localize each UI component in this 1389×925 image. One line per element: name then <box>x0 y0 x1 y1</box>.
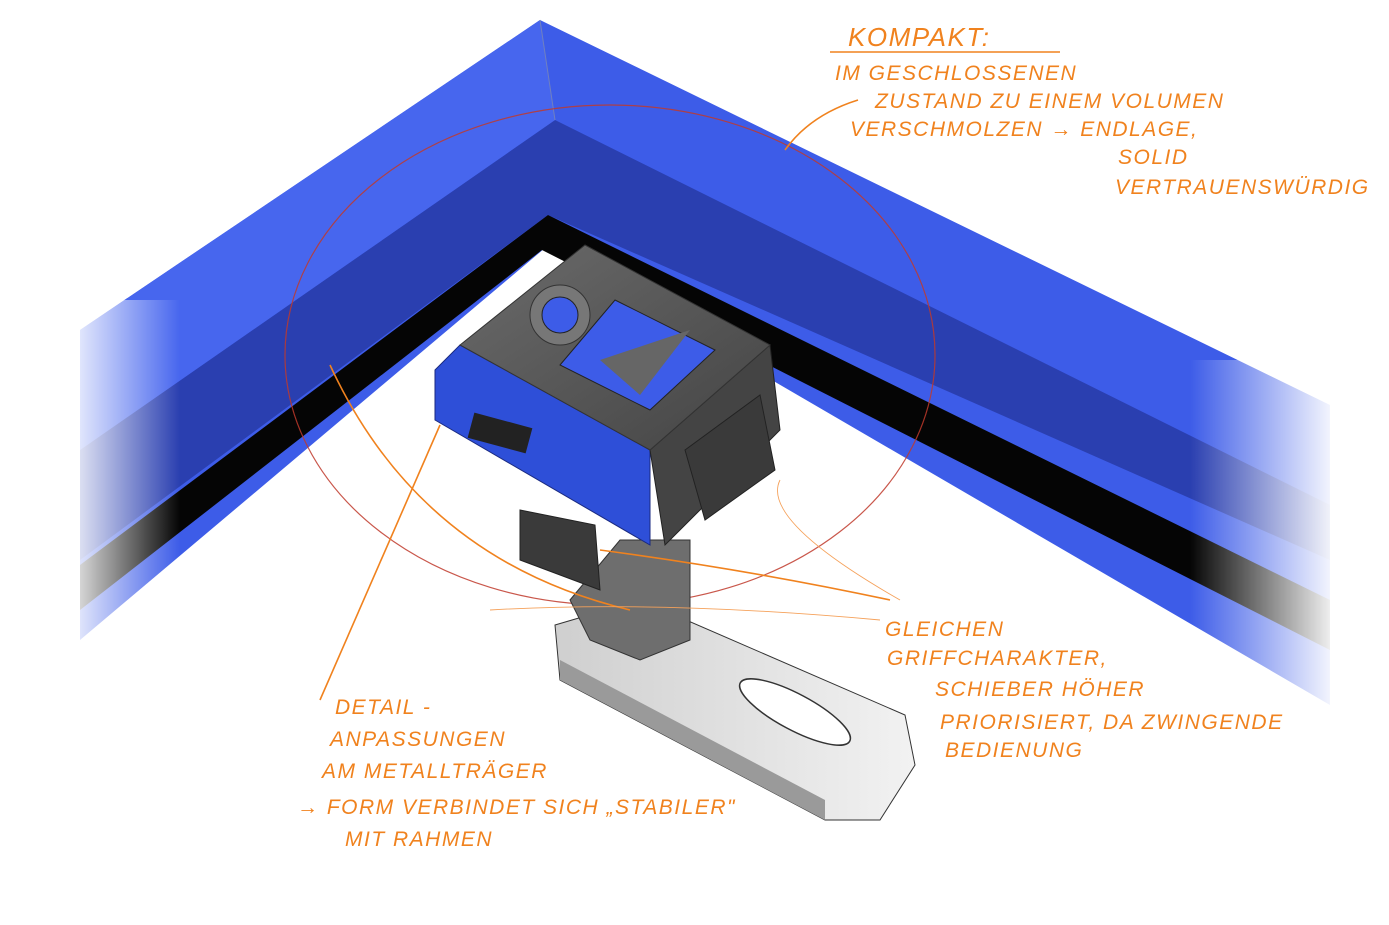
detail-line: ANPASSUNGEN <box>328 728 506 751</box>
annotation-detail: DETAIL - ANPASSUNGEN AM METALLTRÄGER → F… <box>297 696 736 851</box>
blue-frame <box>60 19 1340 720</box>
grip-right <box>684 394 776 521</box>
metal-bracket <box>554 539 916 821</box>
frame-channel <box>80 215 1330 650</box>
detail-line: DETAIL - <box>335 696 431 719</box>
grip-line: BEDIENUNG <box>945 739 1083 762</box>
compact-line: IM GESCHLOSSENEN <box>835 62 1077 85</box>
grip-line: SCHIEBER HÖHER <box>935 678 1145 701</box>
compact-line: VERSCHMOLZEN → ENDLAGE, <box>850 118 1198 141</box>
grip-slider <box>519 509 601 591</box>
leader-lines <box>319 51 1060 701</box>
grip-line: GLEICHEN <box>885 618 1004 641</box>
clip-part <box>434 244 781 591</box>
detail-line: MIT RAHMEN <box>345 828 493 851</box>
compact-line: SOLID <box>1118 146 1189 169</box>
grip-line: PRIORISIERT, DA ZWINGENDE <box>940 711 1284 734</box>
bracket-stem <box>569 539 691 661</box>
annotation-grip: GLEICHEN GRIFFCHARAKTER, SCHIEBER HÖHER … <box>885 618 1284 762</box>
annotation-compact: KOMPAKT: IM GESCHLOSSENEN ZUSTAND ZU EIN… <box>835 22 1370 199</box>
bracket-slot <box>738 678 852 746</box>
grip-line: GRIFFCHARAKTER, <box>887 647 1108 670</box>
compact-line: ZUSTAND ZU EINEM VOLUMEN <box>874 90 1224 113</box>
detail-line: → FORM VERBINDET SICH „STABILER" <box>297 796 736 819</box>
detail-line: AM METALLTRÄGER <box>320 760 548 783</box>
compact-line: VERTRAUENSWÜRDIG <box>1115 176 1370 199</box>
compact-title: KOMPAKT: <box>848 22 991 52</box>
